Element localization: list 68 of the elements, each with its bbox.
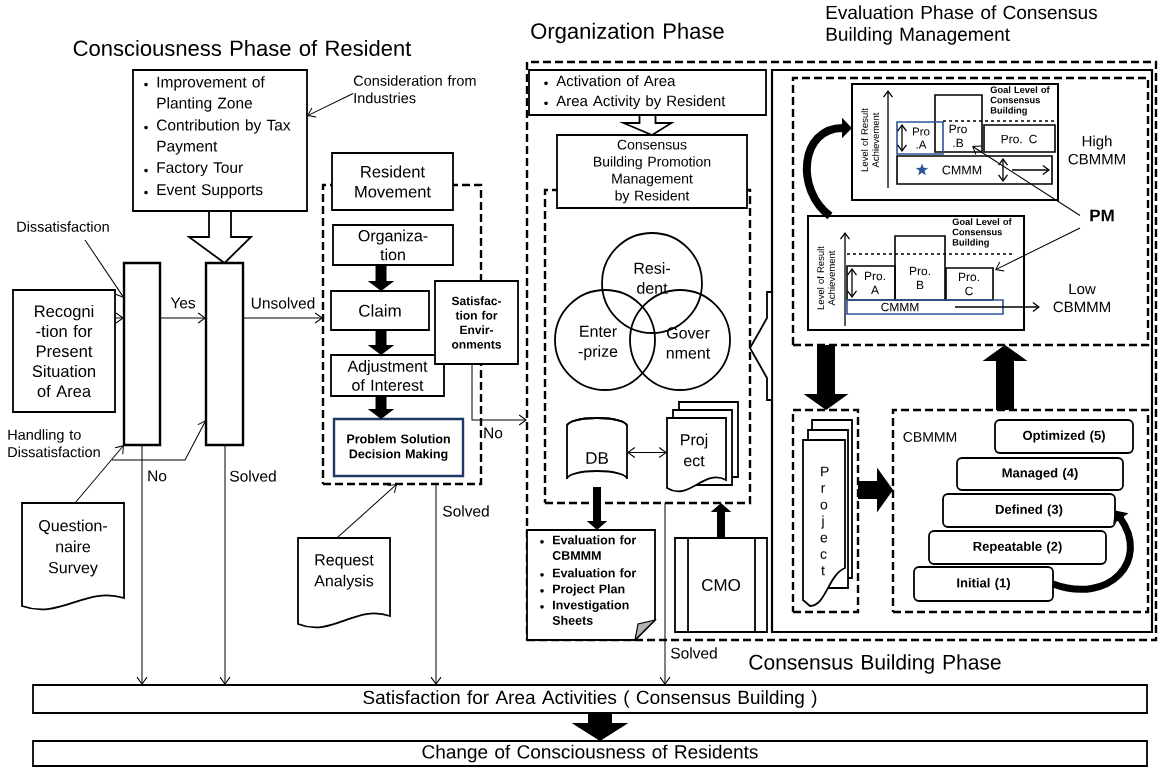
level-step: Defined (3) bbox=[942, 493, 1116, 528]
arrow bbox=[74, 445, 124, 504]
arrow bbox=[995, 227, 1081, 272]
process-box: Consensus Building Promotion Management by Resident bbox=[556, 134, 748, 209]
edge-label: Unsolved bbox=[249, 296, 317, 310]
decision-bar bbox=[122, 261, 162, 447]
edge-label: No bbox=[146, 469, 168, 483]
arrow bbox=[619, 114, 675, 136]
result-bar: Change of Consciousness of Residents bbox=[32, 740, 1148, 767]
annotation-text: Consideration from Industries bbox=[353, 75, 476, 104]
arrow bbox=[307, 93, 354, 118]
process-box: Satisfac- tion for Envir- onments bbox=[434, 280, 519, 365]
process-box: Claim bbox=[330, 290, 430, 331]
process-box: Organiza- tion bbox=[332, 224, 454, 266]
document-stack: P r o j e c t bbox=[802, 419, 853, 607]
edge-label: No bbox=[482, 426, 504, 440]
arrow bbox=[242, 312, 323, 324]
dashed-group bbox=[791, 76, 1150, 347]
arrow bbox=[471, 363, 527, 426]
arrow bbox=[111, 420, 208, 461]
edge-label: Solved bbox=[228, 469, 278, 483]
arrow bbox=[159, 312, 206, 324]
annotation-text: Handling to Dissatisfaction bbox=[8, 429, 100, 458]
chart-caption: High CBMMM bbox=[1068, 135, 1125, 165]
annotation-text: PM bbox=[1090, 209, 1114, 222]
node-label: Goal Level of Consensus Building bbox=[990, 86, 1050, 116]
level-step: Initial (1) bbox=[913, 566, 1054, 602]
result-bar: Satisfaction for Area Activities ( Consensus Building ) bbox=[32, 684, 1148, 714]
edge-label: Solved bbox=[441, 504, 491, 518]
phase-title: Organization Phase bbox=[531, 22, 724, 44]
node-label: Consensus Building Phase bbox=[749, 654, 1001, 674]
node-label: Level of Result Achievement bbox=[861, 108, 879, 172]
arrow bbox=[84, 239, 125, 298]
level-step: Repeatable (2) bbox=[928, 530, 1107, 565]
edge-label: Yes bbox=[169, 296, 197, 310]
bar-chart-drawing: Goal Level of Consensus Building Level of Result Achievement Pro .A Pro .B Pro. C CMMM bbox=[851, 83, 1059, 201]
process-box: Recogni -tion for Present Situation of Area bbox=[12, 289, 116, 413]
node-label: Pro .B bbox=[949, 124, 967, 148]
arrow bbox=[136, 444, 148, 685]
process-box: Resident Movement bbox=[331, 152, 454, 211]
list-box: Improvement of Planting Zone Contribution by Tax Payment Factory Tour Event Supports bbox=[132, 69, 308, 212]
chart-caption: Low CBMMM bbox=[1053, 283, 1110, 313]
phase-title: Evaluation Phase of Consensus Building Management bbox=[826, 5, 1097, 45]
process-box: CMO bbox=[674, 537, 768, 633]
edge-label: Solved bbox=[669, 646, 719, 660]
level-step: Managed (4) bbox=[956, 457, 1124, 491]
arrow bbox=[336, 484, 397, 539]
arrow bbox=[802, 117, 852, 219]
list-box: Activation of Area Area Activity by Resident bbox=[528, 69, 767, 116]
arrow bbox=[186, 210, 254, 265]
process-box: Problem Solution Decision Making bbox=[332, 417, 465, 478]
process-box: Adjustment of Interest bbox=[330, 354, 445, 397]
arrow bbox=[972, 145, 1081, 216]
decision-bar bbox=[204, 261, 245, 447]
arrow bbox=[627, 447, 667, 458]
database-cylinder: DB bbox=[566, 417, 628, 480]
arrow bbox=[748, 291, 773, 401]
level-step: Optimized (5) bbox=[994, 419, 1134, 454]
node-label: CMMM bbox=[942, 165, 982, 175]
node-label: Pro .A bbox=[913, 127, 930, 149]
annotation-text: Dissatisfaction bbox=[17, 221, 109, 232]
arrow bbox=[430, 483, 442, 685]
dashed-group bbox=[791, 408, 860, 614]
node-label: Pro. C bbox=[1001, 134, 1037, 144]
document-stack: Proj ect bbox=[666, 401, 739, 493]
arrow bbox=[219, 444, 231, 685]
arrow bbox=[659, 502, 671, 685]
bar-chart-drawing: Goal Level of Consensus Building Level of Result Achievement Pro. A Pro. B Pro. C CMMM bbox=[807, 215, 1040, 331]
